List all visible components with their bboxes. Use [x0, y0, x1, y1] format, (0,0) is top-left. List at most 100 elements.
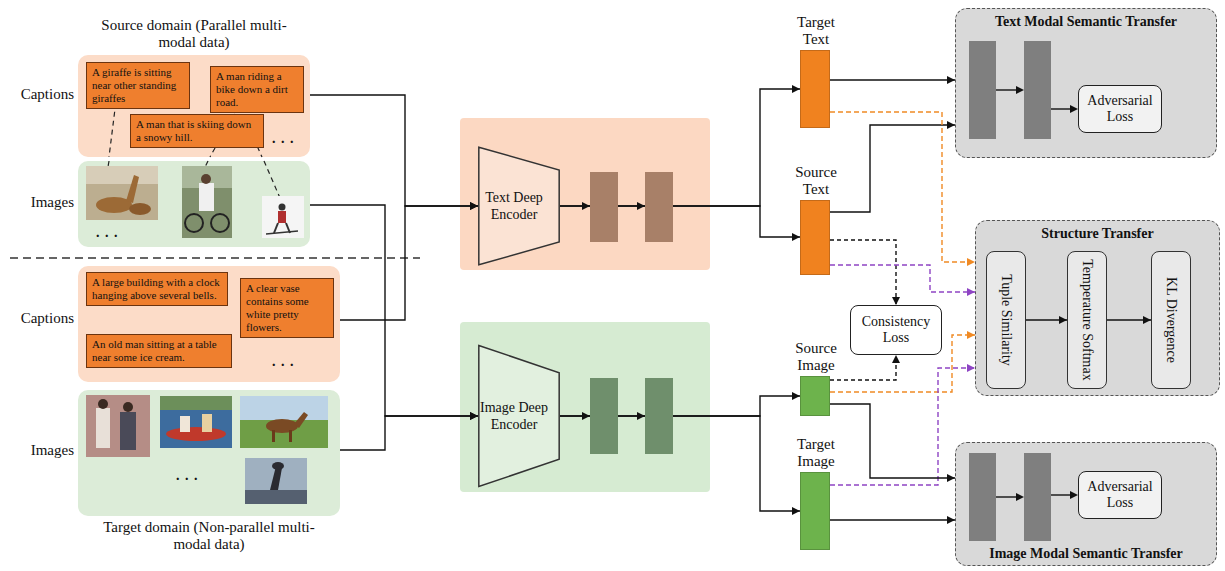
arrow-head — [947, 121, 955, 129]
polygon-shape — [270, 466, 282, 490]
rect-shape — [86, 166, 158, 184]
arrow-head — [892, 355, 900, 363]
node-text: Source Image — [785, 340, 847, 374]
connector-line — [830, 355, 896, 380]
encoder-trapezoid: Text Deep Encoder — [478, 146, 560, 266]
node-illustration — [78, 390, 340, 516]
feature-layer — [590, 172, 618, 242]
arrow-head — [582, 412, 590, 420]
node-text: Tuple Similarity — [999, 257, 1014, 383]
line-shape — [1051, 494, 1072, 495]
rect-shape — [199, 183, 214, 211]
rect-shape — [180, 416, 190, 432]
node-illustration — [956, 9, 1216, 157]
transfer-panel: Image Modal Semantic TransferAdversarial… — [955, 442, 1217, 566]
polygon-shape — [1070, 105, 1078, 113]
rect-shape — [969, 41, 996, 139]
node-text: Adversarial Loss — [1085, 93, 1155, 125]
rect-shape — [272, 430, 275, 442]
rect-shape — [969, 453, 996, 541]
node-text: KL Divergence — [1164, 257, 1179, 383]
process-box: Tuple Similarity — [986, 251, 1026, 389]
encoder-trapezoid: Image Deep Encoder — [478, 344, 560, 488]
line-shape — [996, 496, 1018, 497]
connector — [830, 265, 975, 296]
row-label: Images — [10, 194, 74, 211]
circle-shape — [211, 214, 229, 232]
feature-bar: Source Image — [800, 376, 830, 416]
line-shape — [205, 161, 208, 167]
caption-box: A man that is skiing down a snowy hill. — [130, 114, 264, 148]
rect-shape — [1024, 41, 1051, 139]
connector — [830, 404, 955, 482]
row-label: Captions — [10, 310, 74, 327]
node-text: . . . — [176, 468, 199, 484]
polygon-shape — [294, 412, 308, 428]
node-text: Text Modal Semantic Transfer — [956, 13, 1216, 30]
caption-box: A man riding a bike down a dirt road. — [210, 66, 304, 113]
caption-box: A clear vase contains some white pretty … — [240, 278, 334, 338]
ellipse-shape — [96, 197, 132, 213]
rect-shape — [240, 420, 328, 448]
rect-shape — [1024, 453, 1051, 541]
polygon-shape — [479, 345, 559, 486]
arrow-head — [947, 516, 955, 524]
connector — [1107, 316, 1151, 324]
arrow-head — [470, 412, 478, 420]
node-text: Adversarial Loss — [1085, 479, 1155, 511]
line-shape — [108, 161, 109, 167]
connector — [340, 202, 478, 320]
arrow-head — [470, 202, 478, 210]
node-text: An old man sitting at a table near some … — [92, 338, 226, 364]
node-text: Target Image — [785, 436, 847, 470]
loss-box: Adversarial Loss — [1078, 471, 1162, 519]
arrow-head — [637, 412, 645, 420]
image-band: . . . — [78, 161, 310, 247]
rect-shape — [86, 395, 150, 457]
connector — [830, 121, 955, 212]
rect-shape — [245, 490, 307, 504]
rect-shape — [262, 196, 304, 238]
arrow-head — [470, 202, 478, 210]
domain-separator — [10, 257, 420, 259]
image-encoder-panel — [460, 322, 710, 492]
arrow-head — [792, 507, 800, 515]
transfer-panel: Text Modal Semantic TransferAdversarial … — [955, 8, 1217, 158]
caption-box: A giraffe is sitting near other standing… — [86, 62, 190, 109]
rect-shape — [160, 396, 232, 410]
row-label: Images — [10, 442, 74, 459]
connector — [830, 112, 975, 266]
connector-line — [830, 125, 955, 212]
connector-line — [830, 519, 955, 520]
polygon-shape — [126, 175, 139, 203]
node-text: A giraffe is sitting near other standing… — [92, 66, 184, 105]
connector-line — [830, 368, 975, 485]
arrow-head — [967, 364, 975, 372]
connector — [830, 516, 955, 524]
node-text: Source domain (Parallel multi-modal data… — [86, 17, 302, 51]
node-text: Text Deep Encoder — [478, 189, 550, 223]
connector — [310, 95, 478, 210]
text-encoder-panel — [460, 118, 710, 270]
ellipse-shape — [272, 462, 284, 470]
circle-shape — [185, 214, 203, 232]
line-shape — [266, 231, 298, 234]
feature-bar: Source Text — [800, 200, 830, 275]
arrow-head — [792, 85, 800, 93]
arrow-head — [470, 412, 478, 420]
rect-shape — [182, 166, 232, 238]
connector — [830, 76, 955, 84]
caption-box: An old man sitting at a table near some … — [86, 334, 232, 368]
circle-shape — [279, 204, 286, 211]
node-text: . . . — [96, 225, 119, 241]
connector-line — [1026, 319, 1067, 320]
rect-shape — [289, 430, 292, 442]
node-text: . . . — [272, 131, 295, 147]
polygon-shape — [1016, 86, 1024, 94]
rect-shape — [202, 414, 212, 432]
connector — [830, 355, 900, 380]
node-text: Target domain (Non-parallel multi-modal … — [86, 519, 332, 553]
connector-line — [830, 265, 975, 292]
line-shape — [1051, 108, 1072, 109]
connector — [830, 364, 975, 485]
